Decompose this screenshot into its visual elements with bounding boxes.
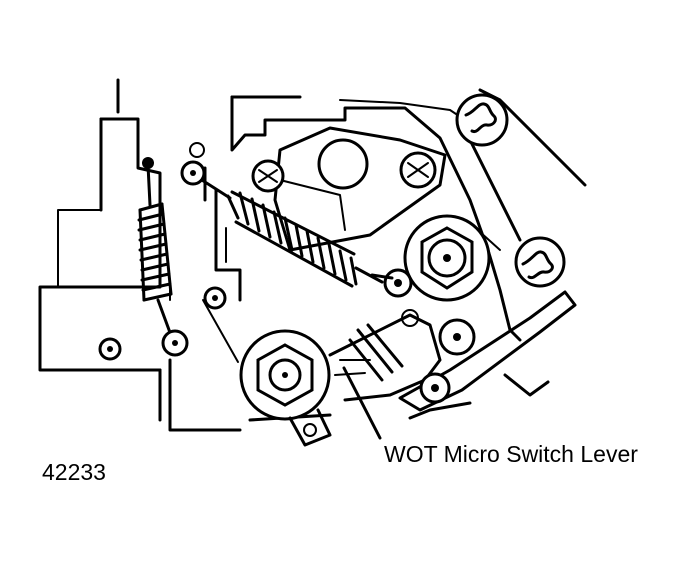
idle-adjust-nut bbox=[239, 329, 332, 447]
callout-label: WOT Micro Switch Lever bbox=[384, 441, 638, 467]
screw-upper-left bbox=[251, 159, 285, 193]
throttle-lever-arm bbox=[398, 290, 577, 412]
spring-anchor-top bbox=[180, 142, 206, 186]
figure-number: 42233 bbox=[42, 459, 106, 485]
vertical-return-spring bbox=[137, 157, 174, 340]
rivet-left bbox=[98, 337, 122, 361]
screw-upper-middle bbox=[399, 151, 437, 189]
spring-hook-lever bbox=[370, 268, 413, 298]
screw-right bbox=[514, 236, 566, 288]
screw-top-right bbox=[455, 93, 509, 147]
left-bracket-plate bbox=[38, 78, 239, 422]
micro-switch-lever bbox=[328, 309, 476, 402]
rivet-mid-left bbox=[203, 286, 227, 310]
diagonal-throttle-spring bbox=[192, 173, 384, 288]
throttle-shaft-nut bbox=[403, 214, 491, 302]
spring-anchor-bottom bbox=[161, 329, 189, 357]
mounting-hole bbox=[317, 138, 369, 190]
callout-leader-line bbox=[342, 366, 382, 440]
